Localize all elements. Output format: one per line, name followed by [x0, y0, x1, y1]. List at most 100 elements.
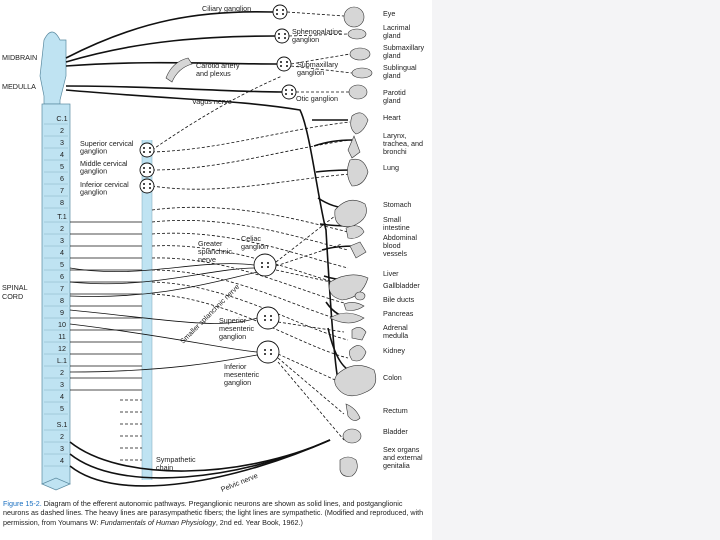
segment-lumbar-L1: L.1	[57, 356, 67, 365]
organ-shape	[334, 365, 377, 397]
organ-shape	[354, 291, 366, 301]
ganglion-cell	[267, 262, 269, 264]
segment-sacral-3: 3	[60, 444, 64, 453]
segment-thoracic-12: 12	[58, 344, 66, 353]
segment-thoracic-9: 9	[60, 308, 64, 317]
ganglion-cell	[285, 93, 287, 95]
organ-shape	[342, 428, 362, 444]
ganglion-cell	[284, 33, 286, 35]
segment-sacral-2: 2	[60, 432, 64, 441]
autonomic-pathways-diagram: C.12345678T.123456789101112L.12345S.1234…	[2, 4, 425, 494]
ganglion-node	[274, 28, 290, 44]
segment-thoracic-7: 7	[60, 284, 64, 293]
nerve-fiber	[151, 232, 349, 269]
ganglion-cell	[278, 33, 280, 35]
nerve-fiber	[151, 245, 349, 287]
nerve-fiber	[275, 211, 341, 263]
ganglion-cell	[284, 37, 286, 39]
organ-shape	[349, 47, 371, 61]
segment-thoracic-T1: T.1	[57, 212, 67, 221]
caption-figure-ref: Figure 15-2.	[3, 499, 42, 508]
caption-book-title: Fundamentals of Human Physiology	[100, 517, 216, 527]
segment-cervical-3: 3	[60, 138, 64, 147]
segment-thoracic-2: 2	[60, 224, 64, 233]
segment-thoracic-6: 6	[60, 272, 64, 281]
figure-caption: Figure 15-2. Diagram of the efferent aut…	[3, 499, 428, 527]
nerve-fiber	[69, 439, 331, 479]
ganglion-node	[272, 4, 288, 20]
organ-shape	[345, 403, 361, 421]
ganglion-node	[139, 178, 155, 194]
nerve-fiber	[151, 173, 351, 190]
ganglion-cell	[261, 266, 263, 268]
organ-label-kidney: Kidney	[383, 346, 405, 355]
ganglion-node	[139, 162, 155, 178]
ganglion-node	[256, 306, 280, 330]
nerve-fiber	[290, 65, 353, 74]
ganglion-cell	[264, 315, 266, 317]
nerve-fiber	[277, 353, 345, 385]
ganglion-cell	[286, 65, 288, 67]
organ-shape	[329, 312, 365, 324]
nerve-fiber	[65, 85, 283, 93]
segment-cervical-5: 5	[60, 162, 64, 171]
ganglion-cell	[143, 183, 145, 185]
ganglion-cell	[143, 171, 145, 173]
organ-label-liver: Liver	[383, 269, 399, 278]
organ-label-bile-ducts: Bile ducts	[383, 295, 415, 304]
ganglion-node	[276, 56, 292, 72]
ganglion-cell	[143, 167, 145, 169]
ganglion-cell	[270, 319, 272, 321]
organ-shape	[347, 135, 361, 159]
organ-shape	[348, 84, 368, 100]
medulla-label: MEDULLA	[2, 82, 36, 91]
carotid-artery-shape	[165, 57, 193, 83]
vagus-nerve-label: Vagus nerve	[192, 97, 232, 106]
ganglion-cell	[264, 353, 266, 355]
segment-cervical-2: 2	[60, 126, 64, 135]
organ-shape	[349, 241, 367, 259]
organ-label-stomach: Stomach	[383, 200, 411, 209]
nerve-fiber	[313, 139, 353, 147]
organ-label-bladder: Bladder	[383, 427, 408, 436]
nerve-fiber	[69, 354, 258, 373]
nerve-fiber	[69, 323, 258, 353]
nerve-fiber	[277, 361, 345, 441]
organ-shape	[347, 28, 367, 40]
ganglion-cell	[280, 61, 282, 63]
nerve-fiber	[151, 206, 349, 233]
nerve-fiber	[151, 269, 349, 323]
nerve-fiber	[69, 271, 259, 297]
segment-lumbar-5: 5	[60, 404, 64, 413]
right-gutter	[432, 0, 720, 540]
segment-thoracic-3: 3	[60, 236, 64, 245]
organ-shape	[351, 327, 367, 341]
brainstem-shape	[39, 31, 67, 105]
organ-shape	[351, 67, 373, 79]
segment-sacral-4: 4	[60, 456, 64, 465]
ganglion-node	[253, 253, 277, 277]
ganglion-cell	[261, 262, 263, 264]
ganglion-cell	[270, 315, 272, 317]
segment-thoracic-11: 11	[58, 332, 65, 341]
ganglion-cell	[264, 319, 266, 321]
nerve-fiber	[69, 267, 257, 285]
nerve-fiber	[275, 269, 341, 285]
caption-text-2: , 2nd ed. Year Book, 1962.)	[215, 517, 303, 527]
ganglion-cell	[286, 61, 288, 63]
segment-thoracic-5: 5	[60, 260, 64, 269]
segment-cervical-6: 6	[60, 174, 64, 183]
ciliary-ganglion-label: Ciliary ganglion	[202, 4, 251, 13]
